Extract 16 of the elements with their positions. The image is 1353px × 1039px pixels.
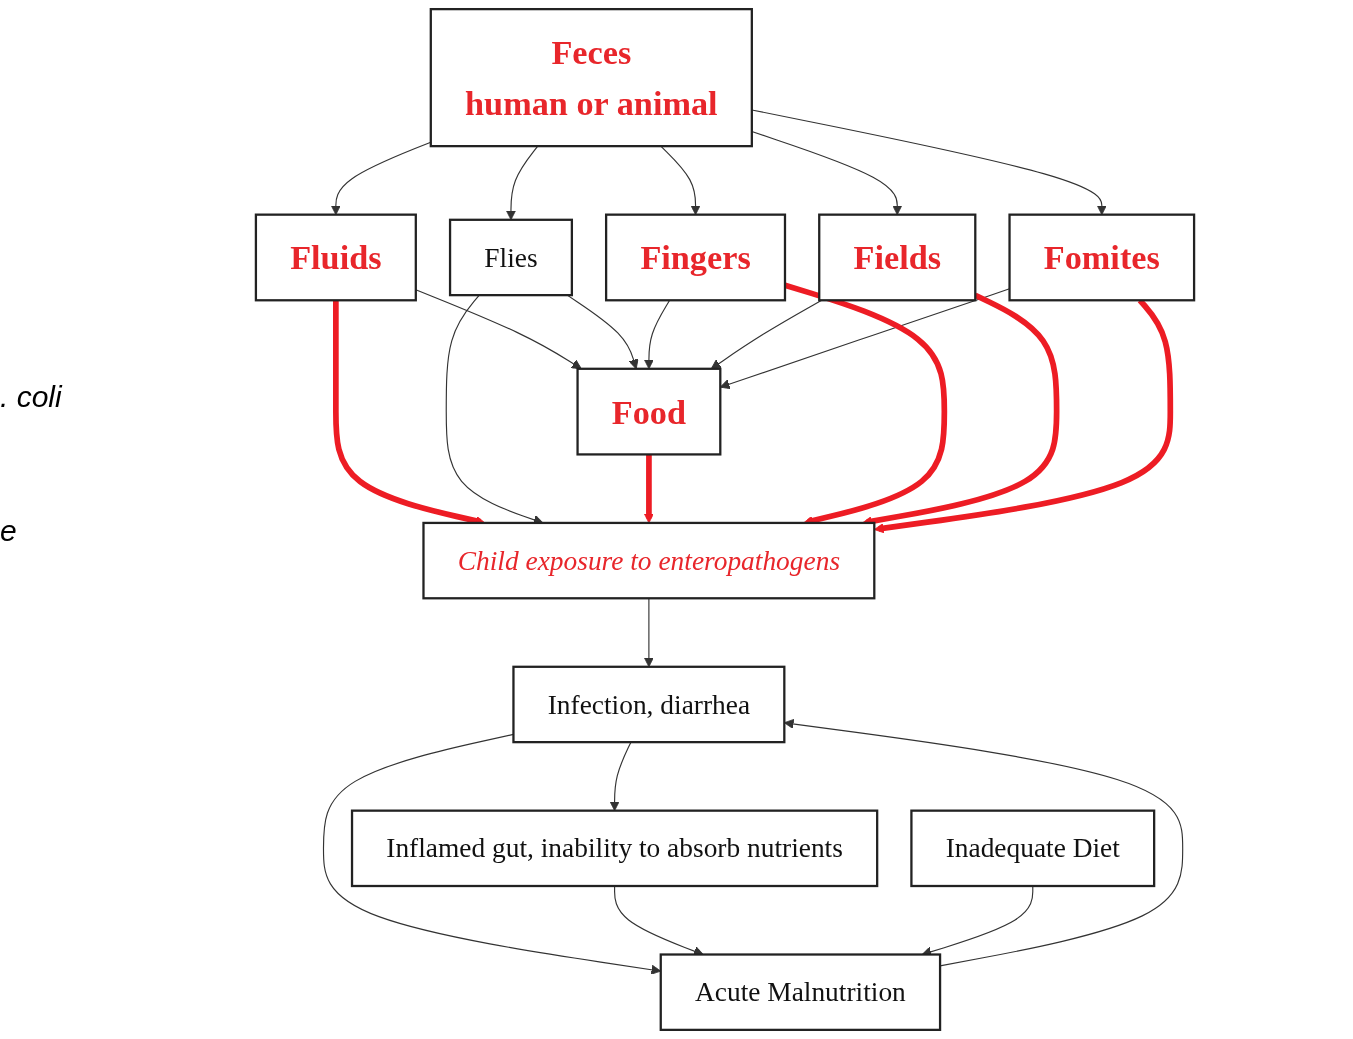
node-box: Inadequate Diet [910, 809, 1156, 888]
node-box: Fluids [254, 213, 417, 302]
node-box: Acute Malnutrition [659, 953, 942, 1031]
node-box: Feces human or animal [429, 8, 753, 148]
arrow [710, 299, 823, 370]
node-box: Fields [818, 213, 977, 302]
node-box: Inflamed gut, inability to absorb nutrients [350, 809, 879, 888]
node-box: Child exposure to enteropathogens [422, 521, 876, 600]
node-box: Fingers [605, 213, 787, 302]
note-text: e [0, 514, 18, 548]
node-box: Flies [448, 218, 573, 297]
node-box: Food [576, 367, 722, 456]
note-text: . coli [0, 380, 64, 414]
arrow [415, 289, 582, 370]
node-box: Infection, diarrhea [512, 665, 786, 744]
node-box: Fomites [1008, 213, 1196, 302]
